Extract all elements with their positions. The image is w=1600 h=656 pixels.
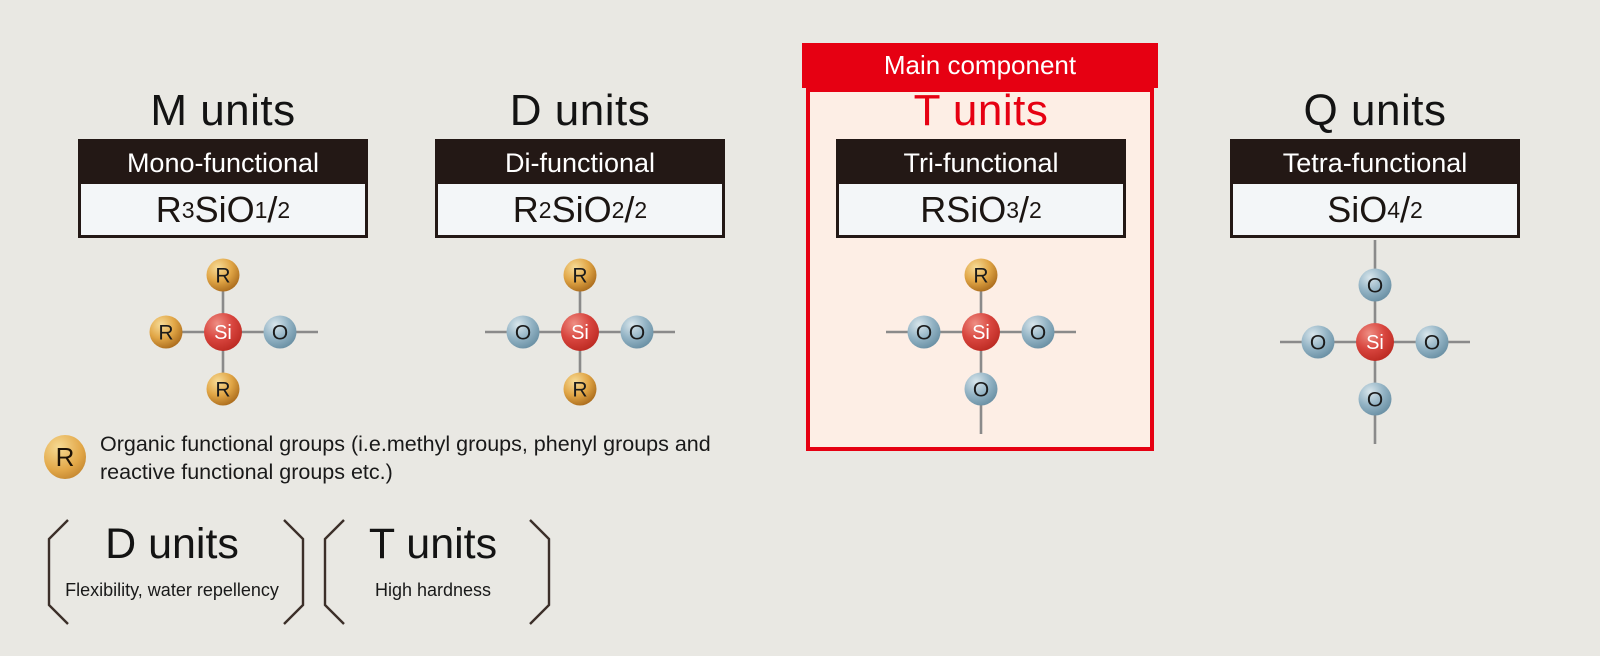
si-label: Si	[1366, 332, 1384, 354]
o-atom	[506, 315, 540, 349]
r-atom	[563, 258, 597, 292]
note-title: D units	[105, 520, 239, 568]
formula-mid: SiO	[551, 188, 612, 230]
unit-title: Q units	[1303, 86, 1447, 135]
atom-label: O	[1030, 322, 1046, 345]
bracket-close-icon	[529, 519, 551, 625]
functionality-label: Mono-functional	[81, 142, 365, 184]
si-atom	[962, 313, 1000, 351]
atom-label: R	[572, 265, 587, 288]
note-t-units: T units High hardness	[336, 517, 530, 627]
legend-text: Organic functional groups (i.e.methyl gr…	[100, 430, 711, 486]
o-atom	[620, 315, 654, 349]
o-atom	[1301, 325, 1335, 359]
atom-label: R	[215, 265, 230, 288]
formula-slash: /	[267, 188, 278, 230]
note-title: T units	[368, 520, 498, 568]
unit-title: D units	[509, 86, 651, 135]
r-atom	[563, 372, 597, 406]
note-subtitle: High hardness	[374, 580, 492, 600]
formula-slash: /	[624, 188, 635, 230]
note-d-units: D units Flexibility, water repellency	[60, 517, 284, 627]
formula-mid: SiO	[1327, 188, 1388, 230]
atom-label: O	[1424, 332, 1440, 355]
bracket-open-icon	[323, 519, 345, 625]
formula-slash: /	[1019, 188, 1030, 230]
functionality-label: Di-functional	[438, 142, 722, 184]
si-label: Si	[571, 322, 589, 344]
main-component-banner: Main component	[802, 43, 1158, 88]
bracket-open-icon	[47, 519, 69, 625]
bracket-close-icon	[283, 519, 305, 625]
o-atom	[263, 315, 297, 349]
si-atom	[1356, 323, 1394, 361]
atom-label: O	[1310, 332, 1326, 355]
formula-mid: SiO	[946, 188, 1007, 230]
o-atom	[1358, 382, 1392, 416]
functionality-label: Tri-functional	[839, 142, 1123, 184]
atom-label: R	[215, 379, 230, 402]
legend-line-1: Organic functional groups (i.e.methyl gr…	[100, 432, 711, 456]
r-atom	[964, 258, 998, 292]
atom-label: O	[1367, 389, 1383, 412]
atom-label: R	[158, 322, 173, 345]
si-atom	[561, 313, 599, 351]
formula-mid: SiO	[194, 188, 255, 230]
legend-line-2: reactive functional groups etc.)	[100, 460, 393, 484]
atom-label: R	[973, 265, 988, 288]
r-legend: R Organic functional groups (i.e.methyl …	[44, 430, 711, 486]
r-atom	[206, 372, 240, 406]
atom-label: R	[572, 379, 587, 402]
atom-label: O	[515, 322, 531, 345]
functionality-label: Tetra-functional	[1233, 142, 1517, 184]
molecule-diagram-q: O O O O Si	[1280, 240, 1470, 444]
atom-label: O	[916, 322, 932, 345]
si-atom	[204, 313, 242, 351]
atom-label: O	[629, 322, 645, 345]
r-atom-icon: R	[44, 435, 86, 479]
si-label: Si	[972, 322, 990, 344]
formula-base: R	[920, 188, 947, 230]
o-atom	[907, 315, 941, 349]
r-symbol-label: R	[55, 441, 75, 472]
o-atom	[1021, 315, 1055, 349]
molecule-diagram-t: R O O O Si	[886, 258, 1076, 434]
si-label: Si	[214, 322, 232, 344]
unit-title: M units	[150, 86, 296, 135]
r-atom	[206, 258, 240, 292]
note-subtitle: Flexibility, water repellency	[65, 580, 279, 600]
molecule-diagram-m: R R O R Si	[149, 258, 318, 406]
atom-label: O	[973, 379, 989, 402]
formula-slash: /	[1400, 188, 1411, 230]
o-atom	[1415, 325, 1449, 359]
molecule-diagram-d: R O O R Si	[485, 258, 675, 406]
r-atom	[149, 315, 183, 349]
o-atom	[964, 372, 998, 406]
unit-title: T units	[913, 86, 1049, 135]
formula-base: R	[512, 188, 539, 230]
formula-base: R	[155, 188, 182, 230]
atom-label: O	[272, 322, 288, 345]
atom-label: O	[1367, 275, 1383, 298]
o-atom	[1358, 268, 1392, 302]
